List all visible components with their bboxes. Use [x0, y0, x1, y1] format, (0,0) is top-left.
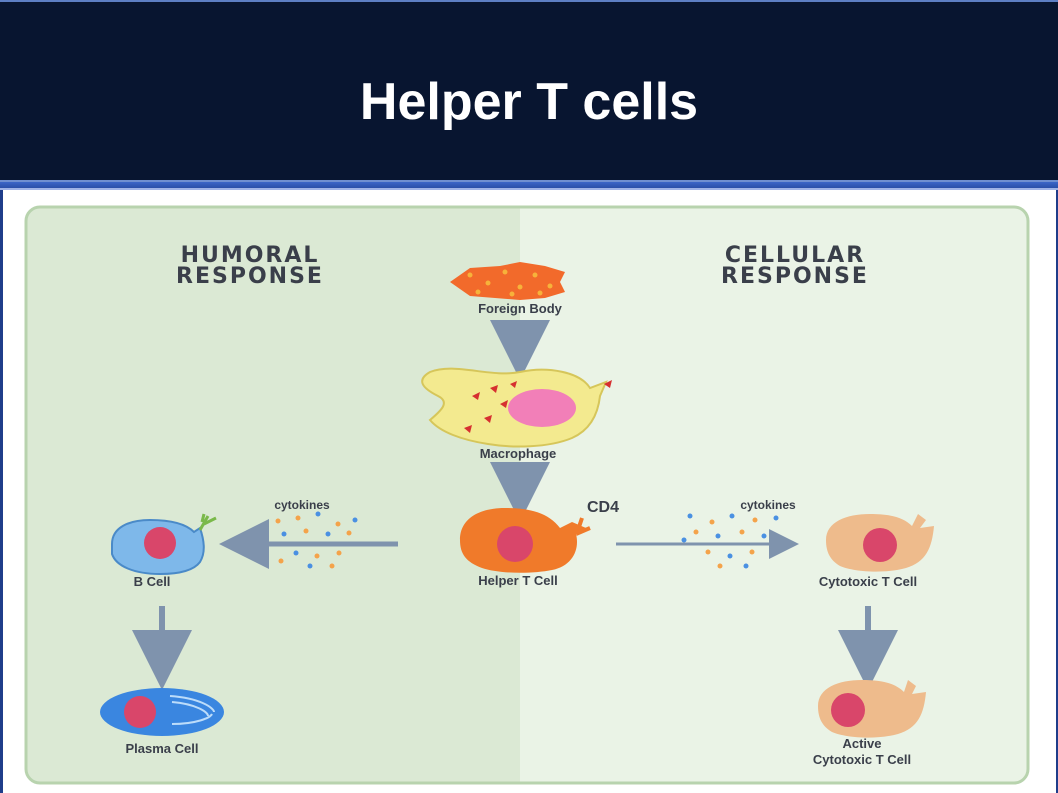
active-cytotoxic-label-line2: Cytotoxic T Cell [813, 752, 911, 767]
left-edge-bar [0, 190, 3, 793]
cytokine-dots-left [275, 511, 358, 569]
humoral-panel [26, 207, 520, 783]
cytokines-left-label: cytokines [274, 498, 330, 512]
cellular-heading-line1: CELLULAR [725, 243, 865, 268]
cytotoxic-t-cell-label: Cytotoxic T Cell [819, 574, 917, 589]
cellular-heading-line2: RESPONSE [721, 264, 869, 289]
header-divider-bottom [0, 188, 1058, 190]
slide-header: Helper T cells [0, 0, 1058, 180]
diagram-border [24, 205, 1030, 785]
helper-t-cell-icon [460, 508, 591, 573]
foreign-body-label: Foreign Body [478, 301, 563, 316]
plasma-cell-icon [100, 688, 224, 736]
cytokine-dots-right [681, 513, 779, 569]
header-divider-band [0, 182, 1058, 188]
humoral-heading-line2: RESPONSE [176, 264, 324, 289]
active-cytotoxic-t-cell-icon [818, 680, 926, 738]
cd4-label: CD4 [587, 499, 619, 516]
cellular-panel [520, 207, 1028, 783]
helper-t-label: Helper T Cell [478, 573, 557, 588]
foreign-body-icon [450, 262, 565, 300]
cytokines-right-label: cytokines [740, 498, 796, 512]
macrophage-label: Macrophage [480, 446, 557, 461]
active-cytotoxic-label-line1: Active [842, 736, 881, 751]
b-cell-icon [111, 513, 217, 576]
plasma-cell-label: Plasma Cell [126, 741, 199, 756]
b-cell-label: B Cell [134, 574, 171, 589]
right-edge-bar [1056, 190, 1058, 793]
header-divider-top [0, 180, 1058, 182]
slide-title: Helper T cells [359, 73, 699, 131]
cytotoxic-t-cell-icon [826, 514, 934, 572]
macrophage-icon [421, 367, 612, 448]
humoral-heading-line1: HUMORAL [181, 243, 320, 268]
